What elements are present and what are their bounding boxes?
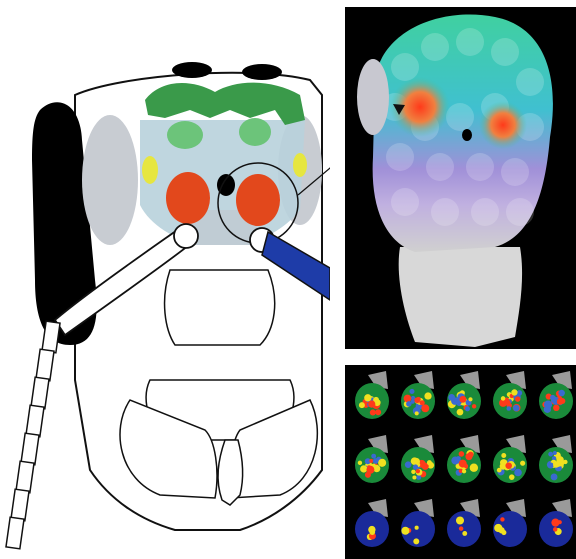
activity-frames-grid xyxy=(345,365,576,559)
activity-spot xyxy=(366,466,374,474)
ocellus-left xyxy=(172,62,212,78)
activity-spot xyxy=(468,452,474,458)
activity-spot xyxy=(553,405,560,412)
clypeus-outline xyxy=(165,270,275,345)
activity-spot xyxy=(501,396,506,401)
antenna-left-socket xyxy=(174,224,198,248)
activity-spot xyxy=(551,474,558,481)
antennal-lobe-right xyxy=(236,174,280,226)
activity-spot xyxy=(553,462,559,468)
activity-spot xyxy=(548,452,553,457)
activity-spot xyxy=(462,469,466,473)
activity-spot xyxy=(409,389,414,394)
activity-spot xyxy=(500,517,504,521)
activity-spot xyxy=(370,409,376,415)
activity-spot xyxy=(415,526,419,530)
activity-spot xyxy=(515,396,520,401)
activity-spot xyxy=(553,451,557,455)
lobe-opening xyxy=(462,129,472,141)
activity-spot xyxy=(557,399,562,404)
activity-frames-panel xyxy=(345,365,576,559)
lateral-structure-right xyxy=(293,153,307,177)
lobe-grey-region xyxy=(357,59,389,135)
activity-spot xyxy=(468,397,472,401)
activity-spot xyxy=(551,396,558,403)
activity-spot xyxy=(359,402,365,408)
activity-spot xyxy=(462,531,467,536)
activity-hotspot-2 xyxy=(479,101,527,149)
activity-spot xyxy=(360,465,367,472)
activity-spot xyxy=(378,459,386,467)
activity-spot xyxy=(373,458,379,464)
activity-spot xyxy=(368,400,375,407)
activity-spot xyxy=(511,389,517,395)
activity-spot xyxy=(497,468,502,473)
activity-spot xyxy=(459,460,467,468)
activity-spot xyxy=(358,461,362,465)
activity-spot xyxy=(401,527,409,535)
mushroom-body-calyx-right xyxy=(239,118,271,146)
activity-spot xyxy=(413,538,419,544)
head-schematic xyxy=(0,0,330,559)
activity-spot xyxy=(553,527,557,531)
activity-spot xyxy=(414,397,420,403)
frame-lobe xyxy=(447,511,481,547)
activity-spot xyxy=(456,516,464,524)
activity-spot xyxy=(420,400,425,405)
activity-spot xyxy=(459,526,463,530)
activity-spot xyxy=(513,405,520,412)
antennal-lobe-3d-panel xyxy=(345,7,576,349)
activity-spot xyxy=(404,395,412,403)
mushroom-body-calyx-left xyxy=(167,121,203,149)
activity-spot xyxy=(364,394,371,401)
proboscis xyxy=(218,440,243,505)
optic-lobe-left xyxy=(82,115,138,245)
activity-spot xyxy=(472,404,476,408)
activity-spot xyxy=(544,400,552,408)
activity-spot xyxy=(509,474,515,480)
antennal-nerve-stalk xyxy=(399,247,522,347)
activity-spot xyxy=(470,464,478,472)
activity-spot xyxy=(413,464,418,469)
activity-spot xyxy=(498,527,504,533)
activity-spot xyxy=(520,461,525,466)
activity-spot xyxy=(551,519,559,527)
activity-spot xyxy=(457,409,464,416)
activity-spot xyxy=(459,396,466,403)
antennal-lobe-3d-render xyxy=(345,7,576,349)
activity-spot xyxy=(369,529,375,535)
antenna-left-flagellum xyxy=(6,321,60,549)
lateral-structure-left xyxy=(142,156,158,184)
activity-spot xyxy=(421,404,429,412)
activity-spot xyxy=(415,411,419,415)
antennal-lobe-left xyxy=(166,172,210,224)
activity-spot xyxy=(411,470,415,474)
activity-spot xyxy=(459,451,465,457)
head-schematic-panel xyxy=(0,0,330,559)
activity-spot xyxy=(514,469,522,477)
activity-spot xyxy=(371,454,376,459)
activity-spot xyxy=(501,453,506,458)
activity-spot xyxy=(427,460,432,465)
ocellus-right xyxy=(242,64,282,80)
activity-spot xyxy=(412,475,416,479)
activity-spot xyxy=(412,458,420,466)
activity-spot xyxy=(405,461,412,468)
activity-spot xyxy=(558,390,565,397)
activity-spot xyxy=(406,401,411,406)
activity-spot xyxy=(563,460,567,464)
activity-spot xyxy=(448,394,455,401)
activity-spot xyxy=(465,406,470,411)
activity-spot xyxy=(505,462,512,469)
activity-spot xyxy=(451,457,459,465)
activity-spot xyxy=(424,392,431,399)
activity-spot xyxy=(548,462,554,468)
activity-spot xyxy=(375,409,381,415)
activity-spot xyxy=(506,406,511,411)
